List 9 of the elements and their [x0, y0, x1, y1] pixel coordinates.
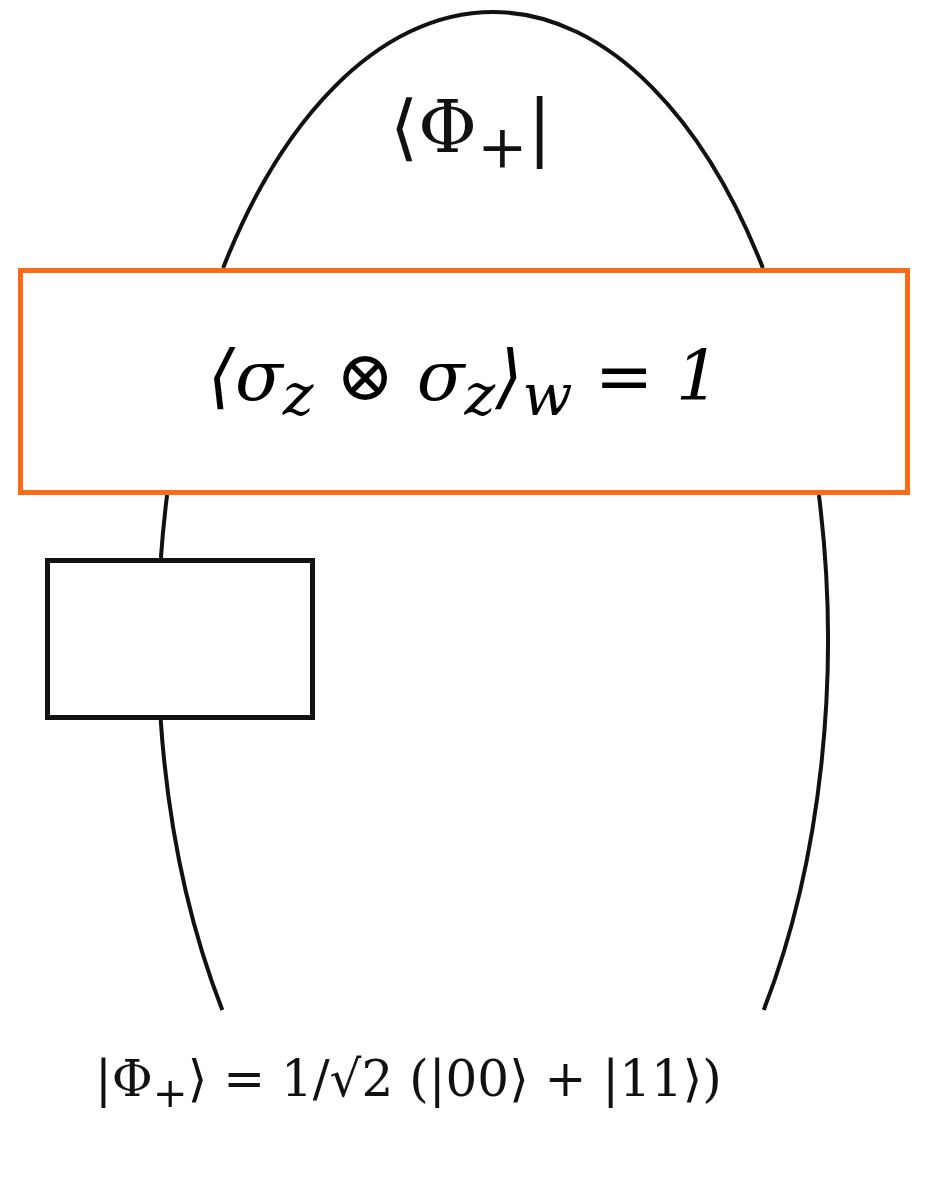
expectation-formula: ⟨σ$_{z}$ ⊗ σ$_{z}$⟩$_{w}$ = 1: [207, 334, 721, 429]
operator-box: [18, 268, 910, 495]
bra-label: ⟨Φ$_{+}$|: [390, 85, 552, 182]
wire-line: [221, 11, 765, 269]
empty-box: [45, 558, 315, 720]
wire-line: [158, 494, 170, 559]
wire-line: [761, 494, 830, 1011]
state-formula: |Φ$_{+}$⟩ = 1/√2 (|00⟩ + |11⟩): [95, 1050, 722, 1117]
wire-line: [158, 719, 225, 1011]
